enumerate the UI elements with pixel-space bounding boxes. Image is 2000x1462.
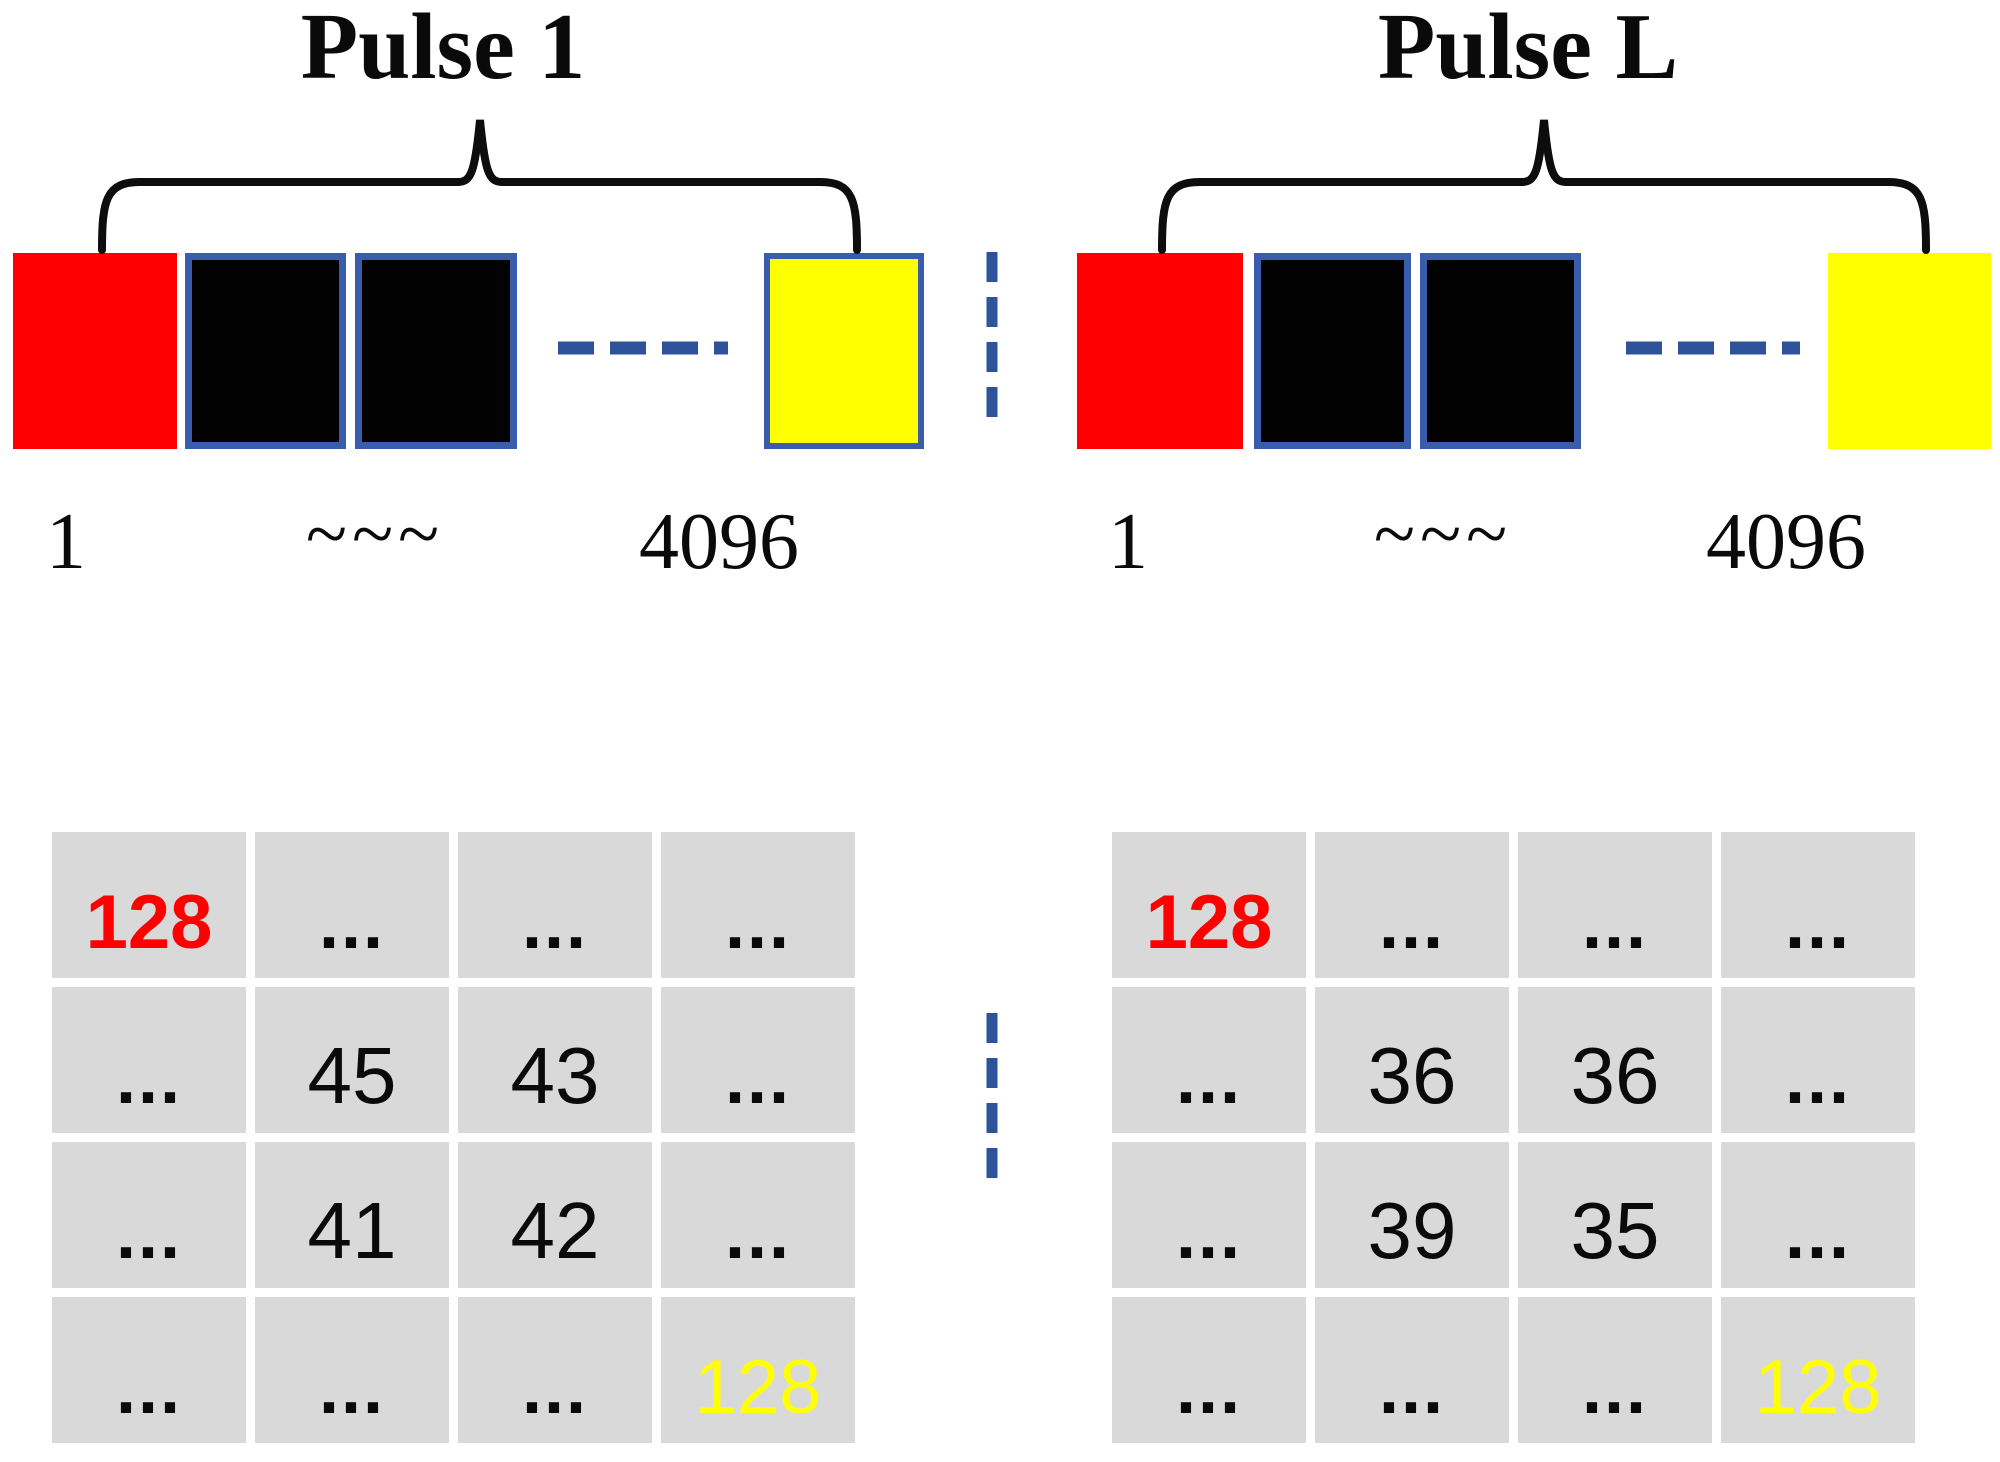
- table-cell: 36: [1315, 987, 1509, 1133]
- table-cell: ...: [52, 987, 246, 1133]
- pulse-l-black-square: [1254, 253, 1411, 449]
- table-cell: 41: [255, 1142, 449, 1288]
- pulse-l-black-square: [1420, 253, 1581, 449]
- pulse-1-title: Pulse 1: [300, 0, 586, 99]
- table-cell: ...: [1112, 1142, 1306, 1288]
- table-cell: 36: [1518, 987, 1712, 1133]
- table-cell: ...: [1518, 1297, 1712, 1443]
- table-cell: ...: [255, 1297, 449, 1443]
- pulse-l-mid-ellipsis: ~~~: [1373, 492, 1513, 576]
- pulse-l-title: Pulse L: [1377, 0, 1679, 99]
- table-cell: ...: [1315, 1297, 1509, 1443]
- table-cell: 45: [255, 987, 449, 1133]
- pulse-l-yellow-square: [1828, 253, 1991, 449]
- table-cell: 39: [1315, 1142, 1509, 1288]
- table-cell: ...: [661, 1142, 855, 1288]
- table-cell: ...: [458, 832, 652, 978]
- pulse-1-start-index: 1: [46, 498, 86, 586]
- table-cell: ...: [52, 1142, 246, 1288]
- table-cell: ...: [1518, 832, 1712, 978]
- table-cell: ...: [661, 987, 855, 1133]
- table-cell: 128: [52, 832, 246, 978]
- pulse-l-red-square: [1077, 253, 1243, 449]
- table-cell: ...: [1721, 1142, 1915, 1288]
- table-cell: 128: [1112, 832, 1306, 978]
- pulse-l-start-index: 1: [1108, 498, 1148, 586]
- table-cell: ...: [661, 832, 855, 978]
- table-cell: ...: [52, 1297, 246, 1443]
- table-cell: ...: [255, 832, 449, 978]
- table-cell: ...: [458, 1297, 652, 1443]
- pulse-1-mid-ellipsis: ~~~: [305, 492, 445, 576]
- pulse-1-black-square: [355, 253, 517, 449]
- table-cell: ...: [1721, 832, 1915, 978]
- table-cell: ...: [1315, 832, 1509, 978]
- pulse-1-brace: [98, 119, 861, 254]
- table-cell: 35: [1518, 1142, 1712, 1288]
- table-cell: ...: [1112, 987, 1306, 1133]
- pulse-1-red-square: [13, 253, 177, 449]
- pulse-1-yellow-square: [764, 253, 924, 449]
- table-cell: 128: [1721, 1297, 1915, 1443]
- pulse-l-end-index: 4096: [1706, 498, 1866, 586]
- table-cell: 128: [661, 1297, 855, 1443]
- table-cell: 42: [458, 1142, 652, 1288]
- pulse-l-brace: [1158, 119, 1930, 254]
- table-cell: 43: [458, 987, 652, 1133]
- pulse-1-black-square: [185, 253, 346, 449]
- table-cell: ...: [1721, 987, 1915, 1133]
- table-cell: ...: [1112, 1297, 1306, 1443]
- pulse-1-end-index: 4096: [639, 498, 799, 586]
